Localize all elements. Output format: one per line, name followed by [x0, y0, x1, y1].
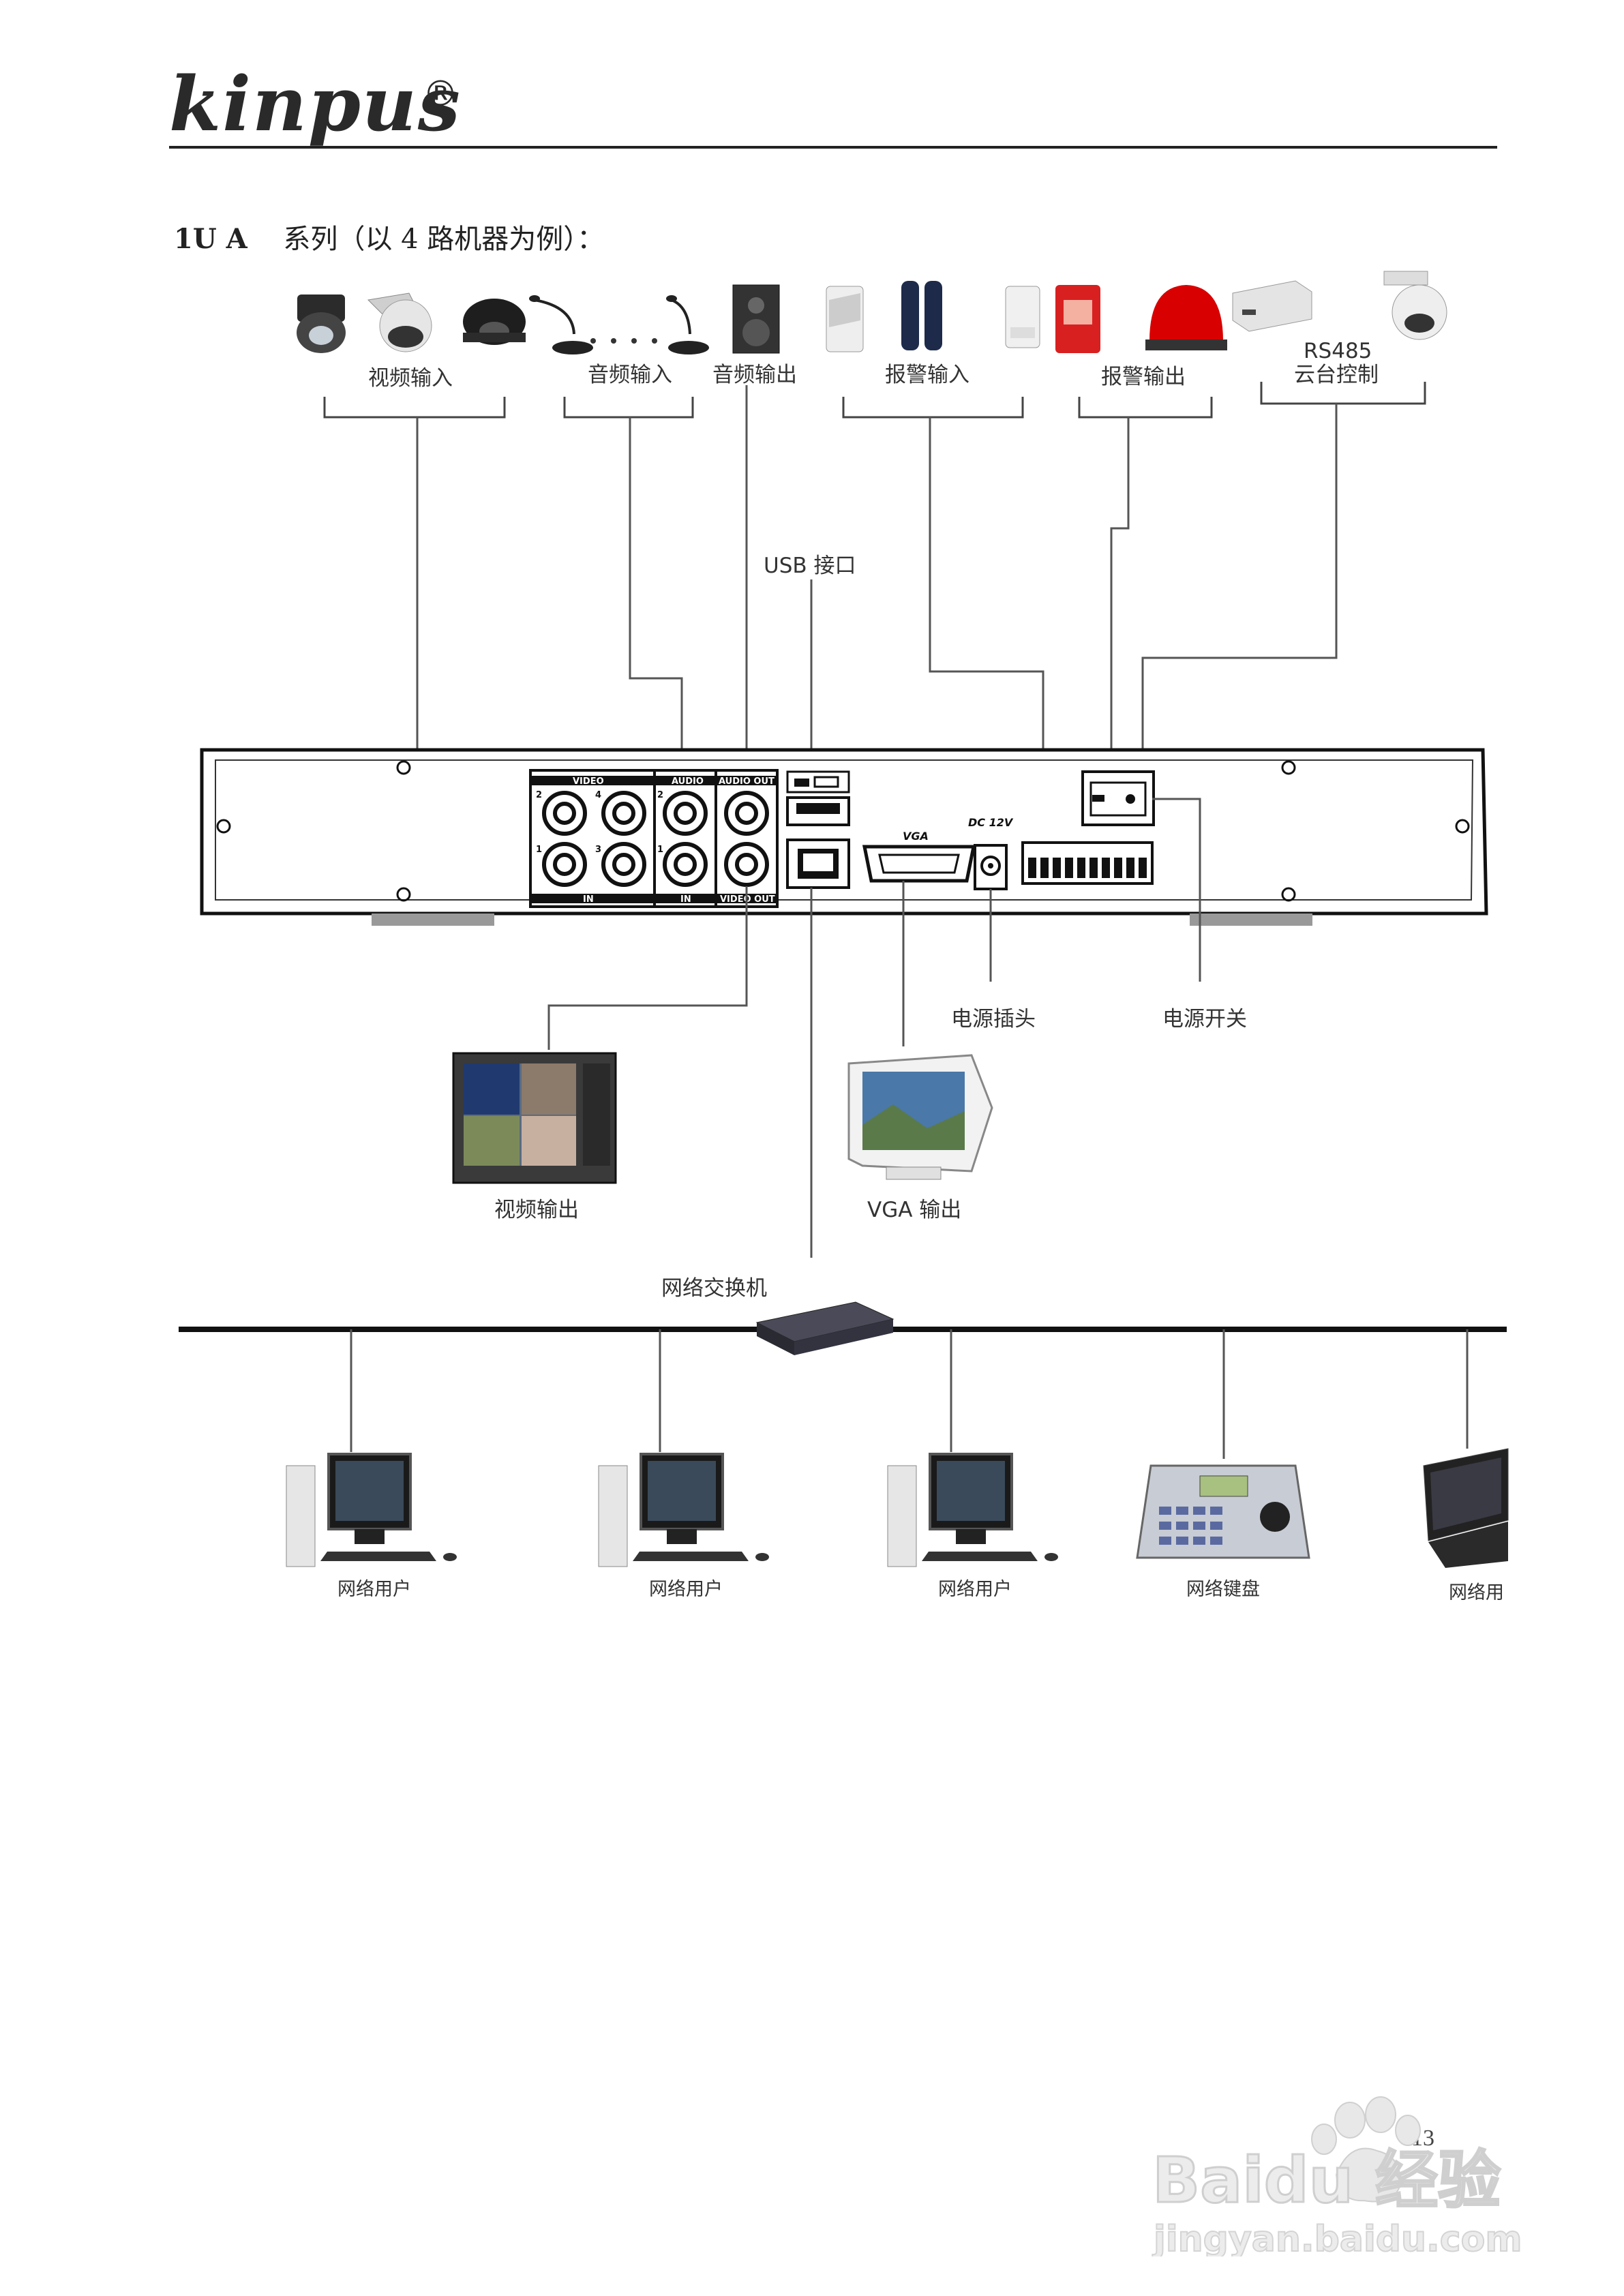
ptz-camera-icon	[1383, 271, 1447, 340]
desktop-computer-icon	[598, 1453, 769, 1567]
audio-input-bracket	[563, 397, 694, 419]
video-ch3-label: 3	[595, 845, 601, 855]
watermark-brand: Baidu 经验	[1152, 2144, 1501, 2217]
registered-mark: ®	[423, 74, 458, 115]
section-title: 1U A 系列（以 4 路机器为例）：	[174, 217, 604, 256]
laptop-icon	[1423, 1448, 1509, 1568]
desktop-computer-icon	[286, 1453, 457, 1567]
network-switch-icon	[755, 1301, 894, 1355]
network-user-3-label: 网络用户	[938, 1579, 1012, 1600]
video-output-label: 视频输出	[494, 1198, 579, 1222]
panel-audio-in-label: IN	[680, 894, 691, 905]
vga-monitor-icon	[847, 1054, 993, 1180]
speaker-icon	[732, 284, 780, 354]
network-drops	[350, 1329, 1469, 1459]
ptz-bracket	[1260, 382, 1426, 405]
speed-dome-camera-icon	[297, 294, 346, 353]
decoder-box-icon	[1232, 280, 1312, 332]
alarm-input-label: 报警输入	[885, 363, 969, 387]
panel-video-label: VIDEO	[573, 776, 604, 787]
gas-detector-icon	[1005, 286, 1040, 348]
panel-audio-label: AUDIO	[672, 776, 704, 787]
microphone-icon	[529, 295, 593, 354]
alarm-output-label: 报警输出	[1101, 365, 1186, 389]
network-laptop-label: 网络用	[1449, 1582, 1504, 1603]
power-plug-label: 电源插头	[951, 1007, 1036, 1031]
rs485-label: RS485	[1304, 339, 1372, 363]
watermark-url: jingyan.baidu.com	[1152, 2219, 1522, 2256]
microphone-icon	[666, 295, 709, 354]
crt-monitor-icon	[452, 1052, 617, 1184]
audio-input-label: 音频输入	[588, 363, 672, 387]
network-user-1-label: 网络用户	[337, 1579, 411, 1600]
panel-dc-label: DC 12V	[968, 816, 1014, 829]
strobe-light-icon	[1145, 285, 1227, 350]
audio-ch2-label: 2	[657, 790, 663, 800]
baidu-watermark: Baidu 经验 jingyan.baidu.com	[1152, 2096, 1523, 2256]
video-input-bracket	[323, 397, 506, 419]
audio-output-label: 音频输出	[712, 363, 797, 387]
video-ch2-label: 2	[536, 790, 542, 800]
ptz-control-label: 云台控制	[1294, 363, 1379, 387]
panel-vga-label: VGA	[903, 830, 929, 843]
dvr-rear-panel: VIDEO AUDIO AUDIO OUT IN IN VIDEO OUT 2 …	[200, 748, 1488, 926]
audio-ch1-label: 1	[657, 845, 663, 855]
siren-icon	[1055, 285, 1100, 353]
header-rule	[169, 146, 1497, 149]
power-switch-label: 电源开关	[1162, 1007, 1247, 1031]
panel-video-in-label: IN	[583, 894, 594, 905]
alarm-input-bracket	[842, 397, 1024, 419]
model-name: 1U A	[174, 223, 247, 255]
control-keyboard-icon	[1136, 1464, 1310, 1559]
network-keyboard-label: 网络键盘	[1186, 1579, 1260, 1600]
panel-audio-out-label: AUDIO OUT	[719, 776, 775, 787]
vga-output-label: VGA 输出	[867, 1198, 961, 1222]
brand-logo: kinpus	[169, 60, 462, 148]
video-ch4-label: 4	[595, 790, 601, 800]
video-ch1-label: 1	[536, 845, 542, 855]
paw-icon	[1311, 2096, 1421, 2203]
connection-lines-bottom	[547, 798, 1201, 1258]
network-user-2-label: 网络用户	[649, 1579, 723, 1600]
pir-detector-icon	[826, 286, 864, 352]
video-input-label: 视频输入	[368, 366, 453, 391]
section-title-suffix: 系列（以 4 路机器为例）：	[283, 224, 605, 255]
desktop-computer-icon	[887, 1453, 1058, 1567]
alarm-output-bracket	[1078, 397, 1213, 419]
usb-port-label: USB 接口	[764, 554, 856, 578]
beam-detector-icon	[901, 281, 942, 350]
ptz-camera-icon	[367, 292, 432, 352]
network-switch-label: 网络交换机	[661, 1276, 767, 1301]
dome-camera-icon	[463, 299, 526, 345]
